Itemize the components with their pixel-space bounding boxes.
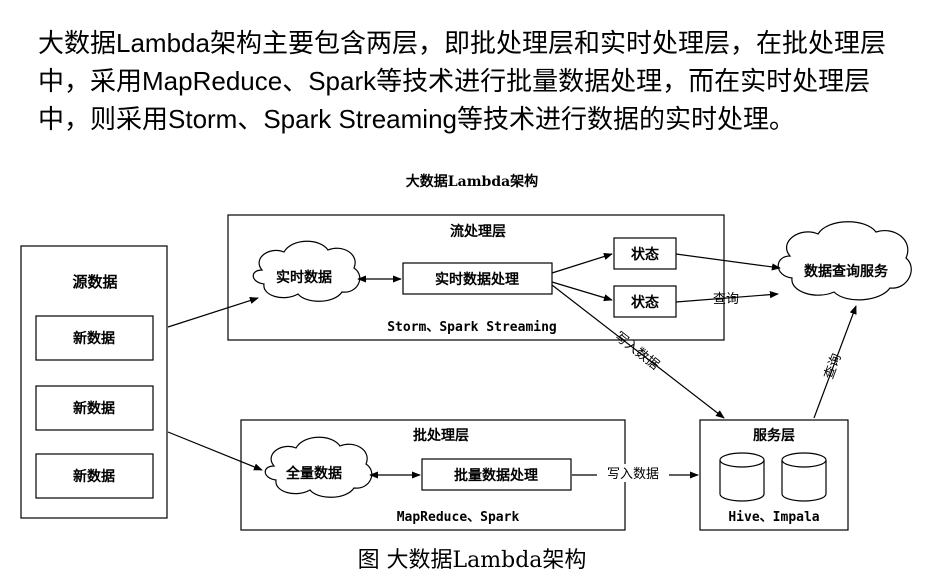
arrow-process-to-state1 — [551, 253, 613, 274]
stream-layer-label: 流处理层 — [450, 223, 506, 240]
source-data-box — [20, 245, 168, 519]
edge-query-label-1: 查询 — [713, 292, 739, 307]
impala-cylinder — [781, 452, 827, 502]
state-box-2 — [613, 285, 677, 318]
query-service-cloud — [777, 221, 912, 301]
batch-process-label: 批量数据处理 — [454, 467, 538, 484]
serving-tech-label: Hive、Impala — [728, 510, 819, 525]
state-label-2: 状态 — [631, 294, 659, 311]
batch-tech-label: MapReduce、Spark — [397, 510, 520, 525]
figure-caption: 图 大数据Lambda架构 — [358, 548, 587, 573]
new-data-box-2 — [35, 385, 154, 431]
new-data-label-3: 新数据 — [73, 468, 115, 485]
state-box-1 — [613, 237, 677, 270]
edge-write-label-2: 写入数据 — [607, 467, 659, 482]
serving-layer-box — [699, 419, 849, 531]
realtime-process-label: 实时数据处理 — [435, 271, 519, 288]
arrow-source-to-realtime — [167, 297, 259, 328]
intro-paragraph: 大数据Lambda架构主要包含两层，即批处理层和实时处理层，在批处理层中，采用M… — [38, 28, 886, 134]
state-label-1: 状态 — [631, 246, 659, 263]
new-data-box-3 — [35, 453, 154, 499]
new-data-label-2: 新数据 — [73, 400, 115, 417]
serving-layer-label: 服务层 — [753, 427, 795, 444]
new-data-box-1 — [35, 315, 154, 361]
query-service-label: 数据查询服务 — [804, 263, 889, 280]
realtime-data-label: 实时数据 — [276, 269, 332, 286]
new-data-label-1: 新数据 — [73, 330, 115, 347]
edge-write-label-1: 写入数据 — [612, 329, 662, 373]
batch-layer-label: 批处理层 — [413, 427, 469, 444]
diagram-title: 大数据Lambda架构 — [406, 173, 538, 190]
arrow-process-to-state2 — [551, 281, 613, 302]
realtime-data-cloud — [252, 240, 361, 302]
full-data-cloud — [264, 436, 373, 498]
source-data-label: 源数据 — [72, 273, 117, 291]
batch-process-box — [421, 458, 572, 491]
realtime-process-box — [402, 262, 553, 295]
arrow-state1-to-query — [675, 253, 781, 271]
stream-layer-box — [227, 214, 725, 341]
arrow-process-to-serving — [551, 284, 725, 419]
arrow-state2-to-query — [675, 291, 779, 303]
arrow-source-to-batch — [167, 431, 263, 471]
full-data-label: 全量数据 — [285, 465, 342, 482]
hive-cylinder — [719, 452, 765, 502]
edge-label-bg — [597, 464, 669, 482]
arrow-serving-to-query — [813, 305, 857, 419]
edge-query-label-2: 查询 — [822, 352, 845, 382]
stream-tech-label: Storm、Spark Streaming — [387, 320, 557, 335]
